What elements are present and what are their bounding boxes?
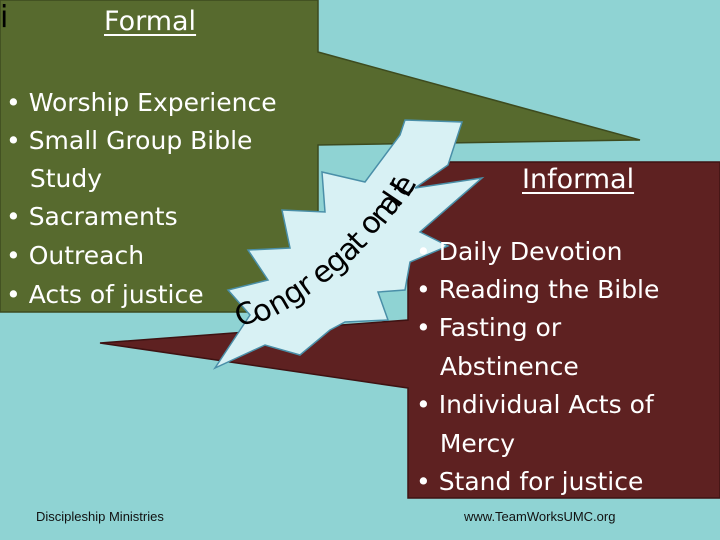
informal-item: • Individual Acts of <box>416 390 654 419</box>
formal-item: • Outreach <box>6 241 145 270</box>
formal-item: • Small Group Bible <box>6 126 253 155</box>
formal-item: • Acts of justice <box>6 280 204 309</box>
footer-right: www.TeamWorksUMC.org <box>464 509 616 524</box>
informal-heading: Informal <box>522 164 635 195</box>
formal-item: Study <box>6 164 103 193</box>
formal-item: • Sacraments <box>6 202 178 231</box>
formal-heading: Formal <box>104 6 197 37</box>
informal-item: Mercy <box>416 429 516 458</box>
informal-box <box>99 161 720 499</box>
congregational-life-burst <box>212 119 485 370</box>
footer-left: Discipleship Ministries <box>36 509 164 524</box>
informal-item: Abstinence <box>416 352 579 381</box>
informal-item: • Stand for justice <box>416 467 644 496</box>
formal-box <box>0 0 641 313</box>
informal-item: • Fasting or <box>416 313 562 342</box>
formal-item: • Worship Experience <box>6 88 277 117</box>
informal-item: • Reading the Bible <box>416 275 660 304</box>
informal-item: • Daily Devotion <box>416 237 623 266</box>
